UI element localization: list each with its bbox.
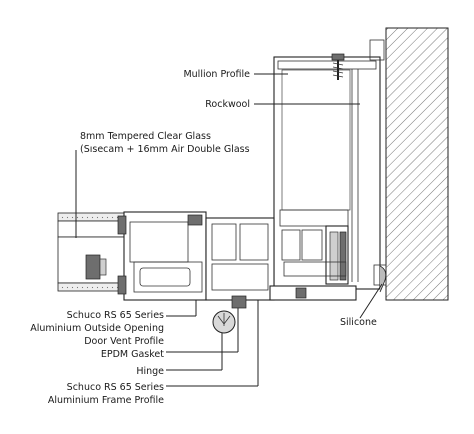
label-vent-line1: Schuco RS 65 Series bbox=[67, 310, 164, 321]
label-silicone: Silicone bbox=[340, 317, 377, 328]
label-hinge: Hinge bbox=[136, 366, 164, 377]
label-mullion-profile: Mullion Profile bbox=[183, 69, 250, 80]
anchor-screw bbox=[331, 53, 345, 80]
rockwool-insulation bbox=[281, 69, 351, 211]
epdm-gasket bbox=[231, 295, 247, 309]
leader-lines bbox=[75, 73, 383, 387]
label-frame-line2: Aluminium Frame Profile bbox=[48, 395, 164, 406]
silicone-bead bbox=[379, 265, 387, 293]
label-vent-line2: Aluminium Outside Opening bbox=[30, 323, 164, 334]
label-glass-line2: (Sısecam + 16mm Air Double Glass bbox=[80, 144, 250, 155]
mullion-chambers bbox=[279, 209, 349, 285]
label-frame-line1: Schuco RS 65 Series bbox=[67, 382, 164, 393]
label-glass-line1: 8mm Tempered Clear Glass bbox=[80, 131, 211, 142]
hinge bbox=[212, 310, 236, 334]
label-epdm-gasket: EPDM Gasket bbox=[101, 349, 164, 360]
vent-profile bbox=[117, 211, 207, 301]
label-vent-line3: Door Vent Profile bbox=[84, 336, 164, 347]
double-glass-unit bbox=[57, 212, 125, 292]
concrete-wall bbox=[385, 27, 449, 301]
label-rockwool: Rockwool bbox=[205, 99, 250, 110]
frame-profile bbox=[205, 217, 357, 301]
